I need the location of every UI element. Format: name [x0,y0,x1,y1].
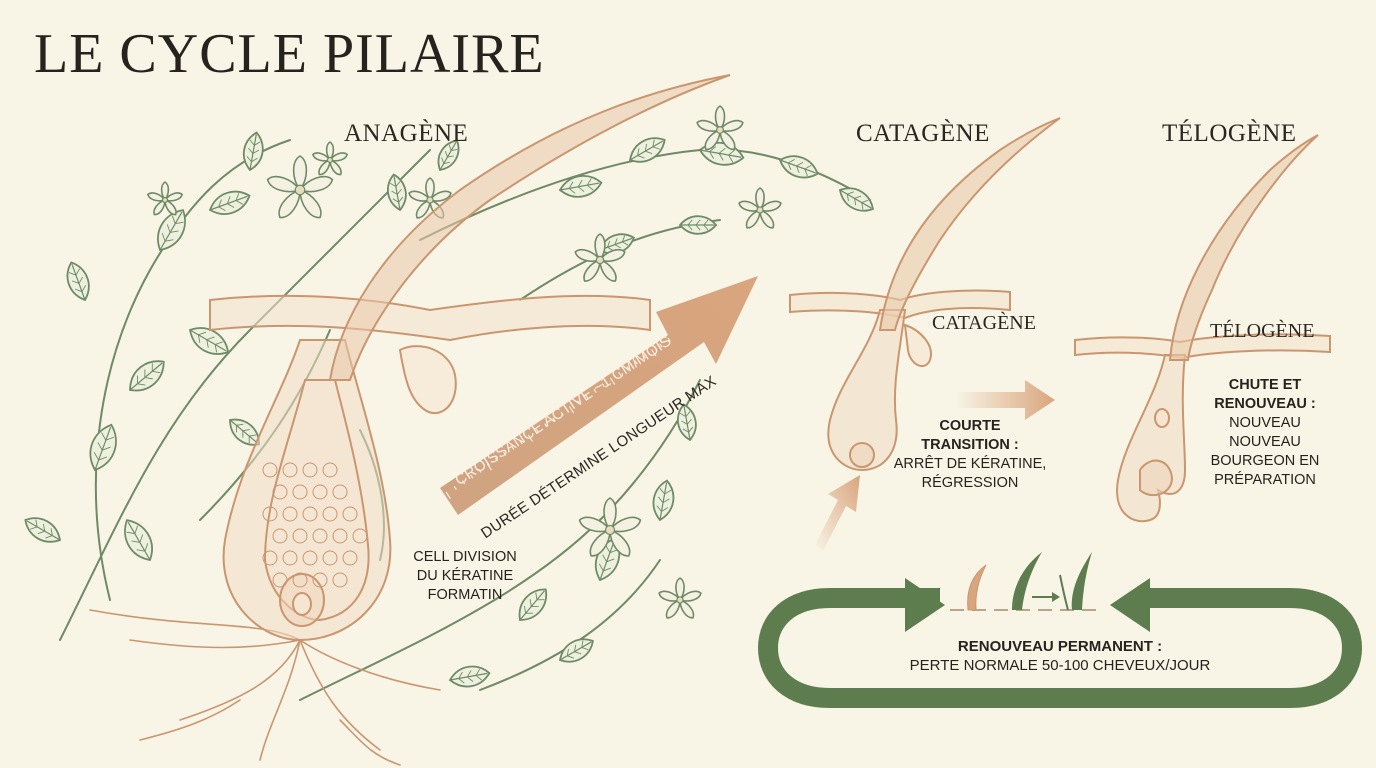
anagene-follicle [209,74,731,642]
cycle-arrow-icon [757,588,1363,708]
leaf-icon [628,137,666,163]
leaf-icon [448,665,491,688]
flower-icon [574,233,626,282]
leaf-icon [89,423,117,472]
leaf-icon [778,155,819,179]
flower-icon [311,141,349,176]
phase-label-catagene: CATAGÈNE [856,120,990,147]
leaf-icon [129,360,165,392]
leaf-icon [387,173,407,212]
leaf-icon [437,139,460,172]
leaf-icon [208,190,251,215]
leaf-icon [66,261,90,302]
catagene-note: COURTE TRANSITION : ARRÊT DE KÉRATINE, R… [893,418,1047,491]
flower-icon [658,577,702,619]
leaf-group [24,131,874,688]
growth-arrow-icon [440,276,758,515]
telogene-sub-label: TÉLOGÈNE [1210,320,1315,342]
hair-sprout-icon [967,552,1092,611]
page-title: LE CYCLE PILAIRE [34,23,545,85]
catagene-follicle [789,117,1061,472]
flower-icon [146,181,184,216]
telogene-follicle [1074,134,1331,523]
phase-label-anagene: ANAGÈNE [344,120,469,147]
leaf-icon [188,327,230,355]
phase-label-telogene: TÉLOGÈNE [1162,120,1297,147]
leaf-icon [24,517,62,543]
leaf-icon [124,519,153,562]
catagene-up-arrow [815,475,860,551]
catagene-sub-label: CATAGÈNE [932,312,1036,334]
leaf-icon [558,638,594,663]
leaf-icon [518,588,548,621]
flower-icon [266,155,334,219]
cell-division-note: CELL DIVISION DU KÉRATINE FORMATIN [413,549,517,603]
renewal-note: RENOUVEAU PERMANENT : PERTE NORMALE 50-1… [909,638,1211,674]
flower-icon [738,187,782,229]
flower-icon [696,105,744,151]
leaf-icon [157,209,186,252]
catagene-arrow [955,380,1055,420]
telogene-note: CHUTE ET RENOUVEAU : NOUVEAU NOUVEAU BOU… [1210,377,1320,488]
leaf-icon [838,187,874,212]
leaf-icon [677,403,697,442]
leaf-icon [242,131,264,172]
flower-group [146,105,782,619]
leaf-icon [558,175,603,198]
roots [89,609,441,766]
leaf-icon [678,215,718,235]
flower-icon [578,497,642,557]
bulb-cells [262,462,368,588]
leaf-icon [652,479,675,522]
renewal-cycle [757,552,1363,708]
